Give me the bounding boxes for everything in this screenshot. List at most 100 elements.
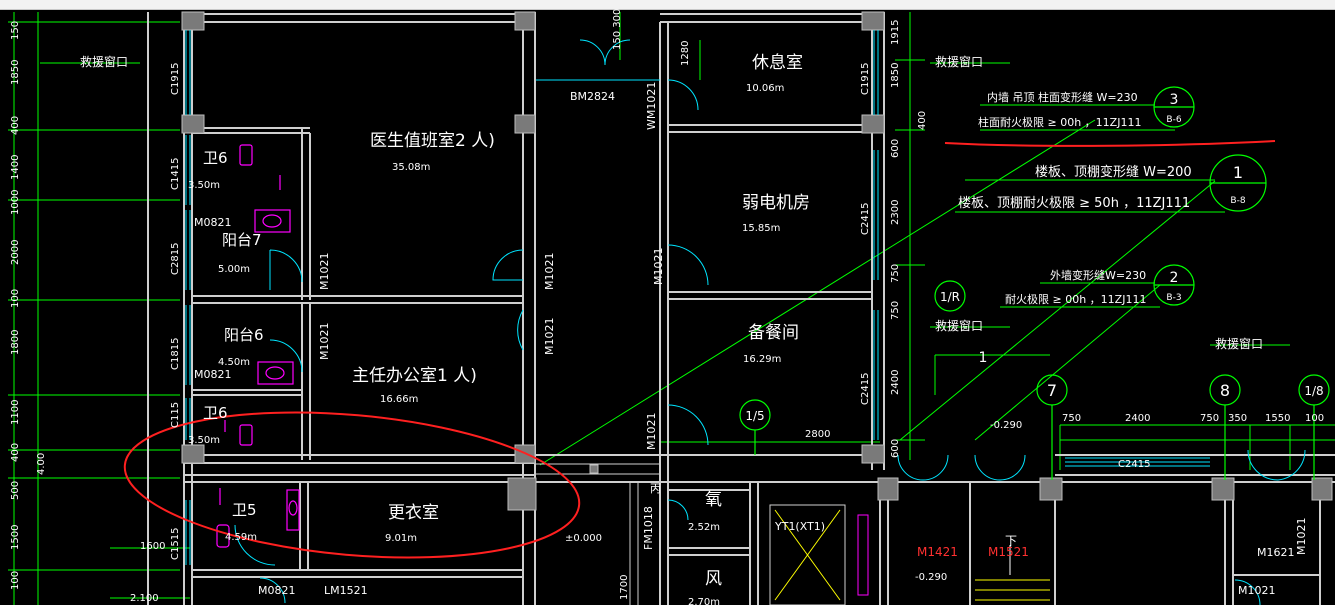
dim-right-2: 400 [917,111,928,130]
dim-left-1: 1850 [10,60,21,85]
window-tag-c2415-upper: C2415 [860,203,871,235]
room-name-duty: 医生值班室2 人) [370,131,495,151]
axis-1-5: 1/5 [745,409,764,423]
room-name-wc6-top: 卫6 [203,149,228,167]
window-tag-c2415-bottom: C2415 [1118,459,1150,470]
dim-left-9: 400 [10,443,21,462]
cad-floor-plan[interactable]: 150 1850 400 1400 1000 2000 100 1800 110… [0,9,1335,605]
callout-3-ref: B-6 [1166,115,1181,125]
dim-1280: 1280 [680,41,691,66]
room-area-lounge: 10.06m [746,83,784,94]
door-tag-m0821-c: M0821 [258,584,296,597]
room-name-lounge: 休息室 [752,53,803,73]
dim-left-2: 400 [10,116,21,135]
window-tag-c1915-right: C1915 [860,63,871,95]
door-tag-fm-bing: 丙 [650,482,661,495]
axis-8: 8 [1220,381,1230,400]
rescue-window-left: 救援窗口 [80,54,128,69]
callout-1-ref: B-8 [1230,196,1245,206]
callout-3-num: 3 [1170,92,1179,108]
dim-left-10: 500 [10,481,21,500]
exterior-wall [535,463,660,605]
dim-750-b: 750 [1200,413,1219,424]
window-titlebar [0,0,1335,10]
level-neg-b: -0.290 [915,572,947,583]
rescue-window-right-top: 救援窗口 [935,54,983,69]
dim-left-11: 1500 [10,525,21,550]
dim-left-5: 2000 [10,240,21,265]
callout-2-line1: 外墙变形缝W=230 [1050,268,1146,282]
dim-100: 100 [1305,413,1324,424]
rescue-window-right-far: 救援窗口 [1215,336,1263,351]
window-tag-c2815: C2815 [170,243,181,275]
dimension-lines [8,12,1335,605]
axis-markers [739,86,1330,480]
door-tag-m1421: M1421 [917,545,958,559]
room-name-balcony7: 阳台7 [222,231,262,249]
fixtures [216,144,300,548]
doors [234,39,1306,605]
misc-dimension-labels: 1280 150 300 2800 750 2400 750 350 1550 … [130,9,1324,604]
callout-3: 内墙 吊顶 柱面变形缝 W=230 柱面耐火极限 ≥ 00h ，11ZJ111 … [978,90,1182,129]
door-tag-m1021-g: M1021 [1238,584,1276,597]
dim-150-300: 150 300 [612,9,623,50]
door-tag-bm2824: BM2824 [570,90,615,103]
right-dimension-labels: 1915 1850 400 600 2300 750 750 2400 600 [890,20,928,458]
room-name-director: 主任办公室1 人) [352,366,477,386]
window-tag-c1815: C1815 [170,338,181,370]
door-tag-m1021-h: M1021 [1295,518,1308,556]
room-name-weak-current: 弱电机房 [742,193,810,213]
room-name-oxygen: 氧 [705,490,722,510]
axis-labels: 1/R 1/5 7 8 1/8 1 [745,290,1323,423]
stair-down: 下 [1005,534,1017,548]
callout-1-line1: 楼板、顶棚变形缝 W=200 [1035,164,1192,180]
room-name-balcony6: 阳台6 [224,326,264,344]
room-name-pantry: 备餐间 [748,323,799,343]
door-tag-m1021-f: M1021 [645,413,658,451]
dim-750-a: 750 [1062,413,1081,424]
door-tag-m1021-e: M1021 [652,248,665,286]
red-annotations [123,140,1276,559]
door-tag-m0821-a: M0821 [194,216,232,229]
door-tag-m1021-d: M1021 [543,318,556,356]
callout-1: 楼板、顶棚变形缝 W=200 楼板、顶棚耐火极限 ≥ 50h ，11ZJ111 … [958,163,1246,211]
dim-left-6: 100 [10,289,21,308]
dim-right-1: 1850 [890,63,901,88]
dim-right-6: 750 [890,301,901,320]
dim-right-4: 2300 [890,200,901,225]
dim-left-4: 1000 [10,190,21,215]
dim-right-0: 1915 [890,20,901,45]
dim-1550: 1550 [1265,413,1290,424]
axis-1: 1 [979,350,988,366]
dim-left-0: 150 [10,21,21,40]
window-tag-c1415: C1415 [170,158,181,190]
dim-left-8: 1100 [10,400,21,425]
room-area-duty: 35.08m [392,162,430,173]
axis-1r: 1/R [940,290,960,304]
dim-1700: 1700 [619,575,630,600]
door-tag-m1021-c: M1021 [543,253,556,291]
annotation-circle-locker [123,411,581,559]
callout-1-num: 1 [1233,163,1243,182]
left-dimension-labels: 150 1850 400 1400 1000 2000 100 1800 110… [10,21,47,590]
dim-350: 350 [1228,413,1247,424]
dim-right-8: 600 [890,439,901,458]
level-neg-a: -0.290 [990,420,1022,431]
room-name-locker: 更衣室 [388,503,439,523]
window-tag-c1515: C1515 [170,528,181,560]
dim-left-3: 1400 [10,155,21,180]
door-tag-lm1521: LM1521 [324,584,368,597]
room-name-wc5: 卫5 [232,501,257,519]
room-area-weak-current: 15.85m [742,223,780,234]
windows [185,30,1210,565]
room-area-wind: 2.70m [688,597,720,605]
window-tag-c1915-left: C1915 [170,63,181,95]
callout-2-num: 2 [1170,270,1179,286]
room-area-wc6-top: 3.50m [188,180,220,191]
door-tag-m0821-b: M0821 [194,368,232,381]
door-tag-m1021-a: M1021 [318,253,331,291]
door-tag-m1621: M1621 [1257,546,1295,559]
dim-2800: 2800 [805,429,830,440]
callout-2-ref: B-3 [1166,293,1181,303]
room-area-wc5: 4.59m [225,532,257,543]
